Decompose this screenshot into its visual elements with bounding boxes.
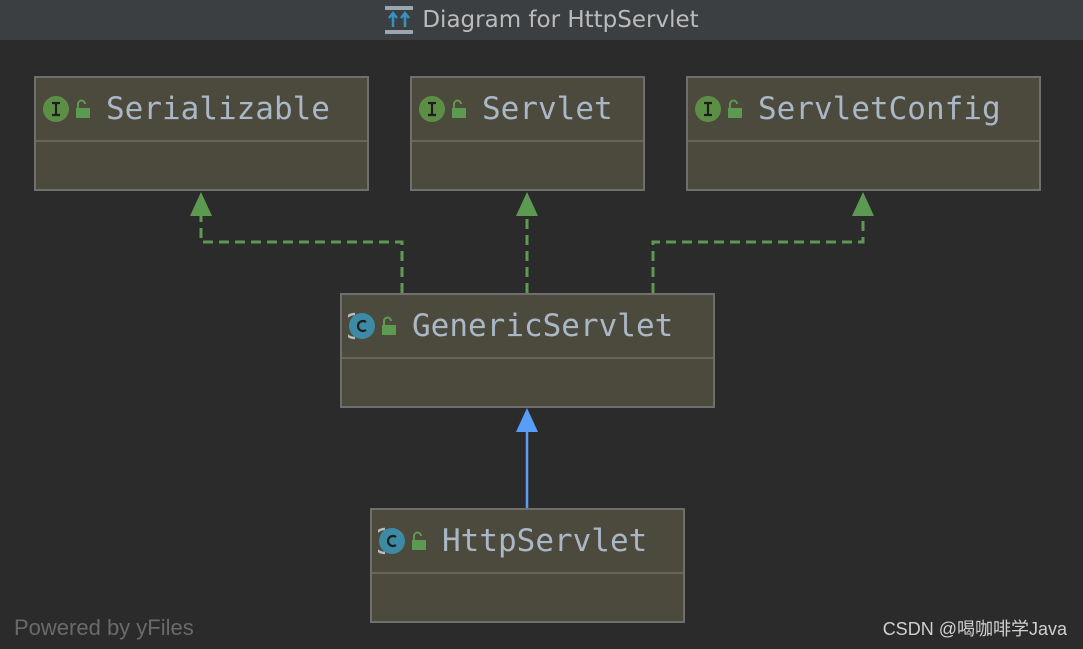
node-serializable[interactable]: Serializable — [34, 76, 369, 191]
node-label: GenericServlet — [412, 308, 674, 344]
node-label: Serializable — [106, 91, 330, 127]
public-lock-icon — [382, 316, 396, 335]
abstract-class-icon — [348, 312, 375, 340]
window-titlebar: Diagram for HttpServlet — [0, 0, 1083, 40]
node-header: ServletConfig — [688, 78, 1039, 142]
node-label: HttpServlet — [442, 523, 648, 559]
powered-by-label: Powered by yFiles — [14, 615, 194, 640]
node-header: HttpServlet — [372, 510, 683, 574]
window-title: Diagram for HttpServlet — [422, 7, 699, 33]
node-servletconfig[interactable]: ServletConfig — [686, 76, 1041, 191]
source-watermark: CSDN @喝咖啡学Java — [882, 619, 1067, 639]
abstract-class-icon — [378, 527, 405, 555]
node-servlet[interactable]: Servlet — [410, 76, 645, 191]
implements-edge-servletconfig[interactable] — [651, 212, 865, 293]
public-lock-icon — [728, 99, 742, 118]
node-label: ServletConfig — [758, 91, 1001, 127]
public-lock-icon — [412, 531, 426, 550]
node-label: Servlet — [482, 91, 613, 127]
interface-icon — [695, 96, 721, 122]
node-header: Serializable — [36, 78, 367, 142]
class-hierarchy-diagram-icon — [385, 6, 414, 34]
diagram-edges — [190, 192, 874, 508]
implements-arrowhead-servletconfig — [852, 192, 874, 216]
interface-icon — [419, 96, 445, 122]
implements-arrowhead-serializable — [190, 192, 212, 216]
extends-arrowhead-genericservlet — [516, 408, 538, 432]
implements-edge-serializable[interactable] — [199, 212, 404, 293]
node-genericservlet[interactable]: GenericServlet — [340, 293, 715, 408]
implements-arrowhead-servlet — [516, 192, 538, 216]
node-httpservlet[interactable]: HttpServlet — [370, 508, 685, 623]
node-header: Servlet — [412, 78, 643, 142]
interface-icon — [43, 96, 69, 122]
public-lock-icon — [452, 99, 466, 118]
public-lock-icon — [76, 99, 90, 118]
diagram-canvas[interactable]: Serializable Servlet — [0, 40, 1083, 649]
node-header: GenericServlet — [342, 295, 713, 359]
